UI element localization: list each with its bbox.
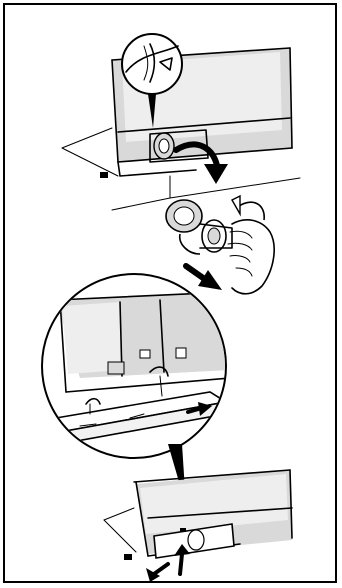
arrows-up-icon <box>104 470 292 582</box>
foot-icon <box>100 172 108 178</box>
divider <box>112 198 170 210</box>
filter-knob-icon <box>166 196 274 294</box>
divider <box>170 178 300 198</box>
arrow-right-down-icon <box>186 266 222 290</box>
drain-tray-icon <box>42 274 230 458</box>
